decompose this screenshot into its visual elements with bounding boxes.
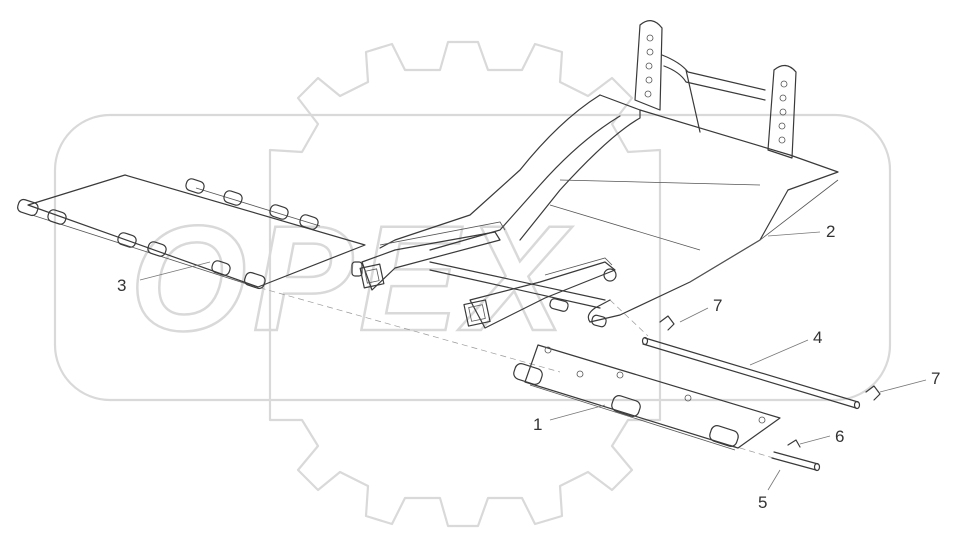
part-2-skid-frame: [359, 20, 839, 329]
watermark-gear: [268, 40, 662, 528]
roller-3-7: [185, 178, 205, 194]
roller-3-9: [269, 204, 289, 220]
callout-5: 5: [758, 493, 768, 512]
assembly-lines: [249, 284, 781, 461]
roller-3-5: [211, 260, 231, 276]
part-1-roller-plate: [513, 344, 781, 451]
callout-1: 1: [533, 415, 543, 434]
callout-7-upper: 7: [713, 296, 723, 315]
watermark-frame: [53, 113, 892, 402]
callout-2: 2: [826, 222, 836, 241]
roller-3-2: [47, 209, 67, 225]
roller-3-4: [147, 241, 167, 257]
part-7-clip-b: [865, 385, 881, 401]
watermark-logo: OPEX: [53, 40, 892, 528]
part-5-pin: [771, 451, 821, 472]
part-7-clip-a: [659, 315, 675, 331]
callout-3: 3: [117, 276, 127, 295]
roller-3-1: [17, 198, 39, 217]
part-4-rod: [641, 336, 861, 410]
callout-7-lower: 7: [931, 369, 941, 388]
roller-3-3: [117, 232, 137, 248]
roller-3-8: [223, 190, 243, 206]
callout-6: 6: [835, 427, 845, 446]
roller-3-6: [244, 271, 266, 290]
watermark-text: OPEX: [130, 194, 573, 362]
part-6-clip: [787, 439, 801, 448]
roller-3-10: [299, 214, 319, 230]
part-3-roller-plate: [17, 174, 366, 290]
callout-4: 4: [813, 328, 823, 347]
leader-lines: [139, 231, 927, 491]
